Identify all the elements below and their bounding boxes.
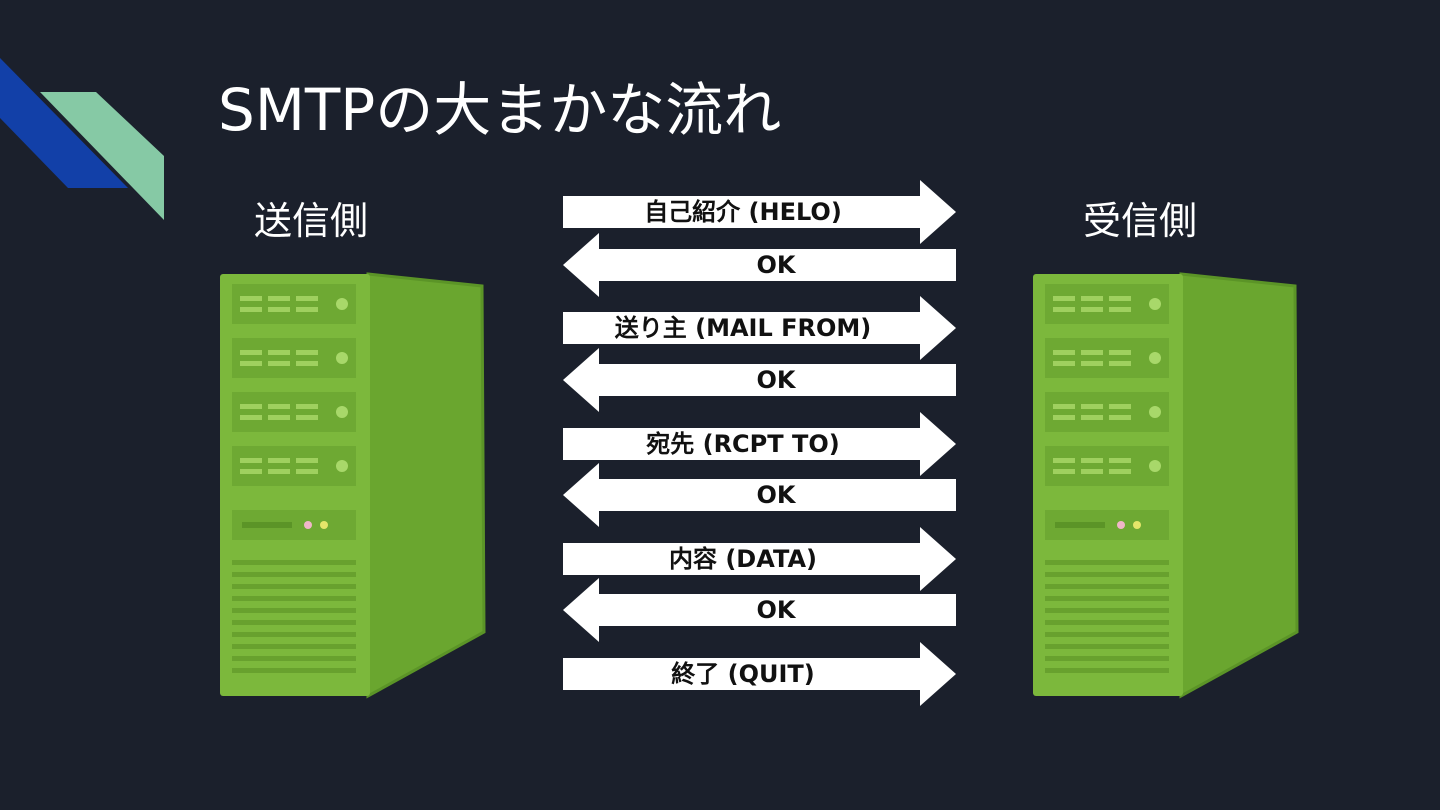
receiver-server-icon (1033, 272, 1299, 699)
arrow-ok-2: OK (560, 348, 960, 412)
sender-label: 送信側 (254, 199, 369, 243)
arrow-right-icon (563, 527, 956, 591)
arrow-mail-from: 送り主 (MAIL FROM) (560, 296, 960, 360)
arrow-helo: 自己紹介 (HELO) (560, 180, 960, 244)
arrow-ok-4: OK (560, 578, 960, 642)
arrow-label-ok-4: OK (756, 596, 796, 624)
arrow-label-ok-1: OK (756, 251, 796, 279)
arrow-label-ok-3: OK (756, 481, 796, 509)
sender-server-icon (220, 272, 486, 699)
arrow-label-quit: 終了 (QUIT) (671, 660, 815, 688)
arrow-right-icon (563, 296, 956, 360)
arrow-ok-1: OK (560, 233, 960, 297)
corner-stripe-decoration (0, 58, 164, 220)
arrow-left-icon (563, 348, 956, 412)
arrow-left-icon (563, 233, 956, 297)
arrow-label-rcpt-to: 宛先 (RCPT TO) (646, 430, 840, 458)
arrow-right-icon (563, 412, 956, 476)
arrow-label-ok-2: OK (756, 366, 796, 394)
arrow-label-helo: 自己紹介 (HELO) (644, 198, 842, 226)
arrow-rcpt-to: 宛先 (RCPT TO) (560, 412, 960, 476)
receiver-label: 受信側 (1083, 199, 1198, 243)
arrow-quit: 終了 (QUIT) (560, 642, 960, 706)
arrow-label-mail-from: 送り主 (MAIL FROM) (614, 314, 872, 342)
arrow-left-icon (563, 463, 956, 527)
arrow-ok-3: OK (560, 463, 960, 527)
arrow-data: 内容 (DATA) (560, 527, 960, 591)
message-exchange: 自己紹介 (HELO) OK 送り主 (MAIL FROM) OK 宛先 (RC… (560, 180, 960, 720)
arrow-right-icon (563, 180, 956, 244)
arrow-right-icon (563, 642, 956, 706)
arrow-left-icon (563, 578, 956, 642)
arrow-label-data: 内容 (DATA) (668, 545, 817, 573)
page-title: SMTPの大まかな流れ (218, 76, 782, 144)
